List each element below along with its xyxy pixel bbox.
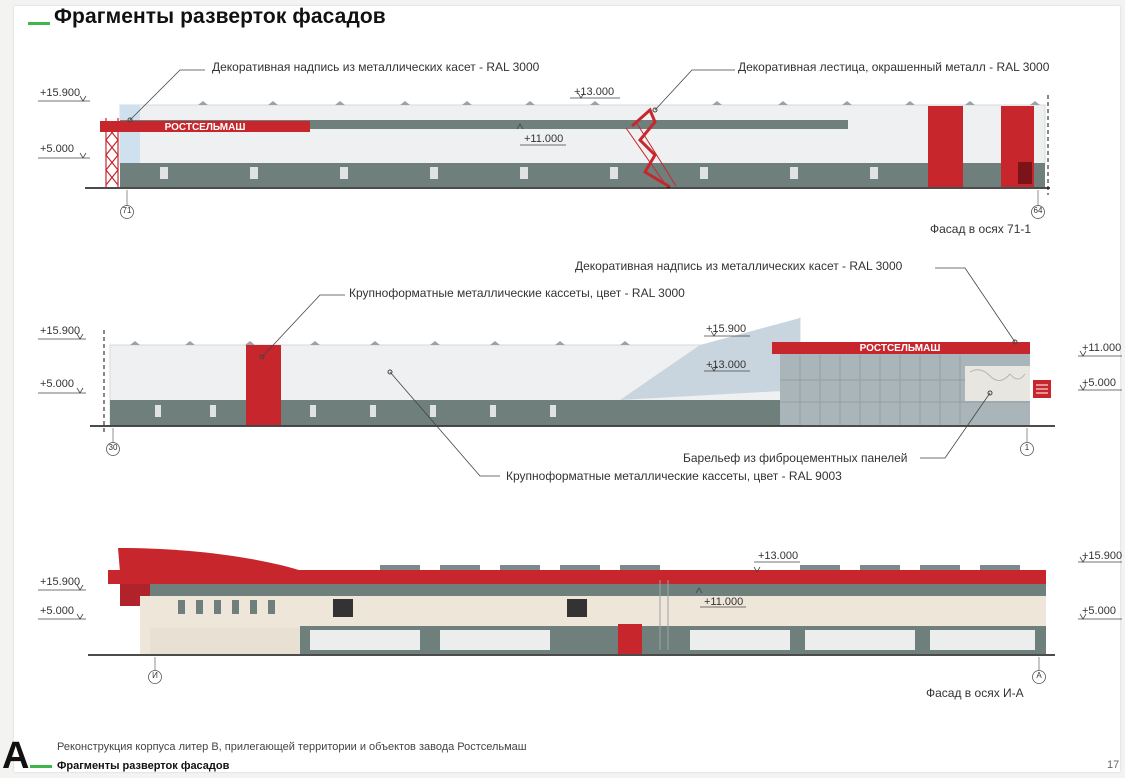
facade2-level-15900-center: +15.900 [706, 323, 747, 335]
footer-logo: A [2, 735, 30, 777]
facade1-caption: Фасад в осях 71-1 [930, 222, 1032, 236]
facade2-level-top-left: +15.900 [40, 325, 81, 337]
title-accent-line [28, 22, 50, 25]
facade3-level-mid-left: +5.000 [40, 605, 74, 617]
facade1-level-mid: +5.000 [40, 143, 74, 155]
facade3-caption: Фасад в осях И-А [926, 686, 1024, 700]
facade2-callout-white-cassettes: Крупноформатные металлические кассеты, ц… [506, 469, 842, 483]
facade2-callout-relief: Барельеф из фиброцементных панелей [683, 451, 908, 465]
facade-2: РОСТСЕЛЬМАШ [38, 267, 1122, 477]
footer-accent-line [30, 765, 52, 768]
facade2-axis-left: 30 [108, 443, 118, 452]
facade2-level-mid-right: +5.000 [1082, 377, 1116, 389]
facade2-axis-right: 1 [1024, 443, 1030, 452]
facade3-level-top-left: +15.900 [40, 576, 81, 588]
footer-description: Реконструкция корпуса литер В, прилегающ… [57, 741, 527, 753]
footer-title: Фрагменты разверток фасадов [57, 760, 230, 772]
facade3-level-mid-right: +5.000 [1082, 605, 1116, 617]
facade1-callout-sign: Декоративная надпись из металлических ка… [212, 60, 540, 74]
facade-1: РОСТСЕЛЬМАШ [38, 69, 1050, 219]
facade3-level-13: +13.000 [758, 550, 799, 562]
facade2-sign-text: РОСТСЕЛЬМАШ [860, 343, 941, 354]
facade2-callout-sign: Декоративная надпись из металлических ка… [575, 259, 903, 273]
facade3-axis-right: А [1036, 671, 1042, 680]
facade1-sign-text: РОСТСЕЛЬМАШ [165, 122, 246, 133]
facade-3 [38, 548, 1122, 684]
facade1-level-11: +11.000 [524, 133, 564, 145]
facade2-level-top-right: +11.000 [1082, 342, 1122, 354]
facade1-axis-left: 71 [122, 206, 132, 215]
facade2-callout-red-cassettes: Крупноформатные металлические кассеты, ц… [349, 286, 685, 300]
facade3-level-11: +11.000 [704, 596, 744, 608]
facade1-callout-stair: Декоративная лестица, окрашенный металл … [738, 60, 1050, 74]
facade3-level-top-right: +15.900 [1082, 550, 1123, 562]
facade1-level-13: +13.000 [574, 86, 615, 98]
page-title: Фрагменты разверток фасадов [54, 5, 386, 28]
facade2-level-mid-left: +5.000 [40, 378, 74, 390]
page-number: 17 [1107, 759, 1120, 771]
facade1-level-top: +15.900 [40, 87, 81, 99]
facade1-axis-right: 64 [1033, 206, 1043, 215]
facade2-level-13-center: +13.000 [706, 359, 747, 371]
facade3-axis-left: И [152, 671, 158, 680]
